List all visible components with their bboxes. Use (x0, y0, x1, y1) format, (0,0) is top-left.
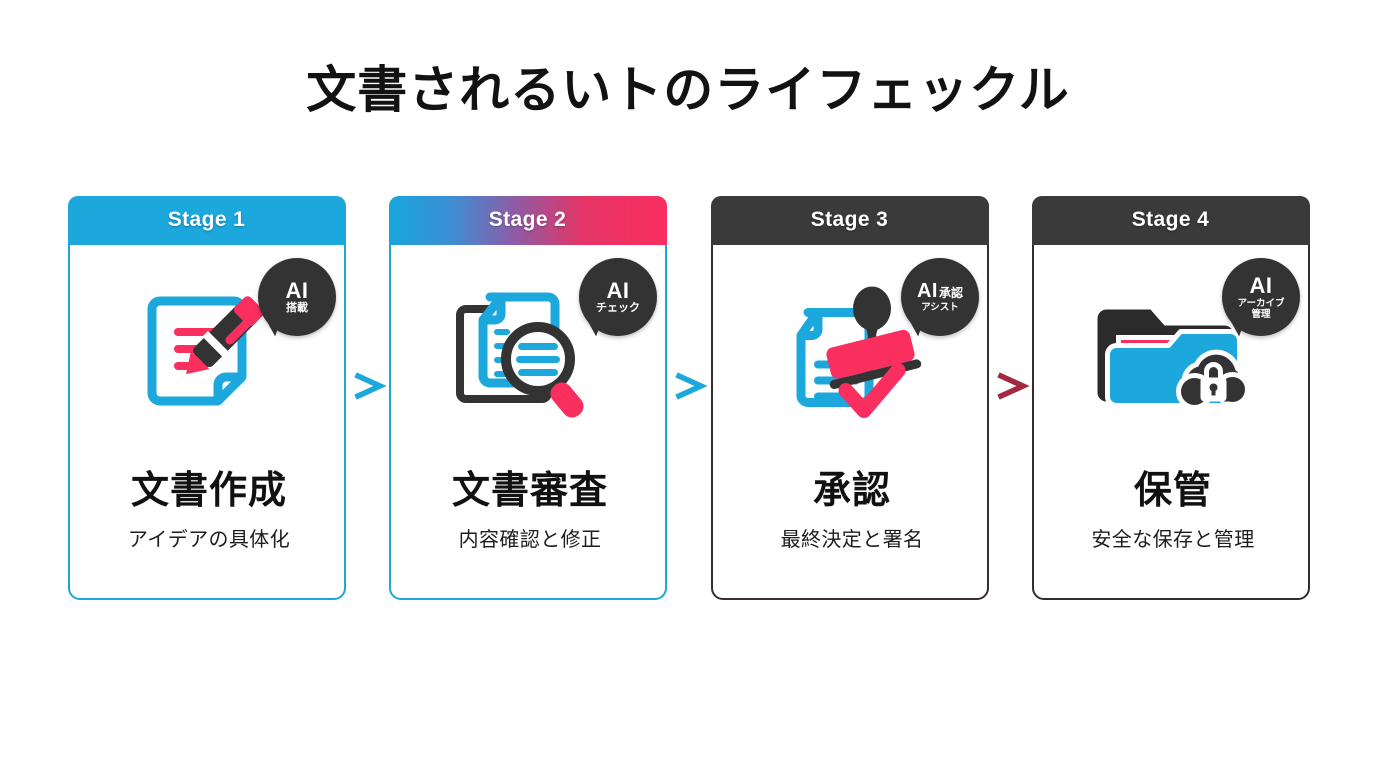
stage-4-header: Stage 4 (1031, 195, 1310, 245)
badge-main-label: AI (285, 278, 309, 304)
document-pen-icon (147, 296, 264, 406)
stage-1-caption: 文書作成 アイデアの具体化 (70, 470, 348, 552)
document-stamp-check-icon (796, 286, 922, 418)
stage-card-4[interactable]: Stage 4 (1031, 195, 1312, 600)
arrow-stage2-to-stage3 (673, 364, 719, 408)
badge-main-label: AI (1249, 273, 1273, 299)
badge-sub-label: アシスト (921, 302, 959, 314)
stage-3-caption: 承認 最終決定と署名 (713, 470, 991, 552)
badge-text: AI チェック (579, 258, 657, 336)
stage-1-icon-zone (70, 256, 348, 456)
stage-3-subline: 最終決定と署名 (780, 528, 924, 551)
badge-bubble (1222, 258, 1300, 336)
stage-1-ai-badge[interactable]: AI 搭載 (258, 258, 336, 337)
stage-1-headline: 文書作成 (130, 470, 287, 512)
badge-bubble (258, 258, 336, 336)
stage-3-icon-zone (713, 256, 991, 456)
badge-sub-label: チェック (596, 302, 640, 315)
badge-sub2-label: 管理 (1251, 308, 1271, 320)
badge-text: AI 搭載 (258, 258, 336, 336)
stage-3-headline: 承認 (812, 470, 891, 512)
stage-2-ai-badge[interactable]: AI チェック (579, 258, 657, 337)
badge-main-row: AI 承認 (917, 281, 963, 302)
stage-2-headline: 文書審査 (451, 470, 608, 512)
stage-2-subline: 内容確認と修正 (458, 528, 602, 551)
badge-sub-label: アーカイブ (1237, 297, 1285, 309)
stage-3-header: Stage 3 (710, 195, 989, 245)
stage-card-2[interactable]: Stage 2 (388, 195, 669, 600)
stage-card-1[interactable]: Stage 1 (67, 195, 348, 600)
stage-4-ai-badge[interactable]: AI アーカイブ 管理 (1222, 258, 1300, 337)
stage-4-caption: 保管 安全な保存と管理 (1034, 470, 1312, 552)
stage-4-icon-zone (1034, 256, 1312, 456)
stage-4-subline: 安全な保存と管理 (1091, 528, 1255, 551)
badge-main-label: AI (606, 278, 630, 304)
stage-2-caption: 文書審査 内容確認と修正 (391, 470, 669, 552)
stage-card-3[interactable]: Stage 3 (710, 195, 991, 600)
badge-text: AI アーカイブ 管理 (1222, 258, 1300, 336)
stage-2-icon-zone (391, 256, 669, 456)
folder-cloud-lock-icon (1097, 309, 1250, 410)
document-magnifier-icon (456, 292, 584, 418)
arrow-stage3-to-stage4 (995, 364, 1041, 408)
badge-text: AI 承認 アシスト (901, 258, 979, 336)
badge-bubble (901, 258, 979, 336)
badge-main-label: AI (916, 280, 938, 303)
badge-sub-label: 搭載 (286, 302, 308, 315)
stage-1-subline: アイデアの具体化 (127, 528, 291, 551)
badge-mid-label: 承認 (938, 286, 963, 301)
stage-3-ai-badge[interactable]: AI 承認 アシスト (901, 258, 979, 337)
stage-1-header: Stage 1 (67, 195, 346, 245)
stage-strip: Stage 1 (0, 195, 1376, 606)
stage-4-headline: 保管 (1133, 470, 1212, 512)
stage-2-header: Stage 2 (388, 195, 667, 245)
arrow-stage1-to-stage2 (352, 364, 398, 408)
page-title: 文書されるいトのライフェックル (306, 62, 1070, 118)
badge-bubble (579, 258, 657, 336)
